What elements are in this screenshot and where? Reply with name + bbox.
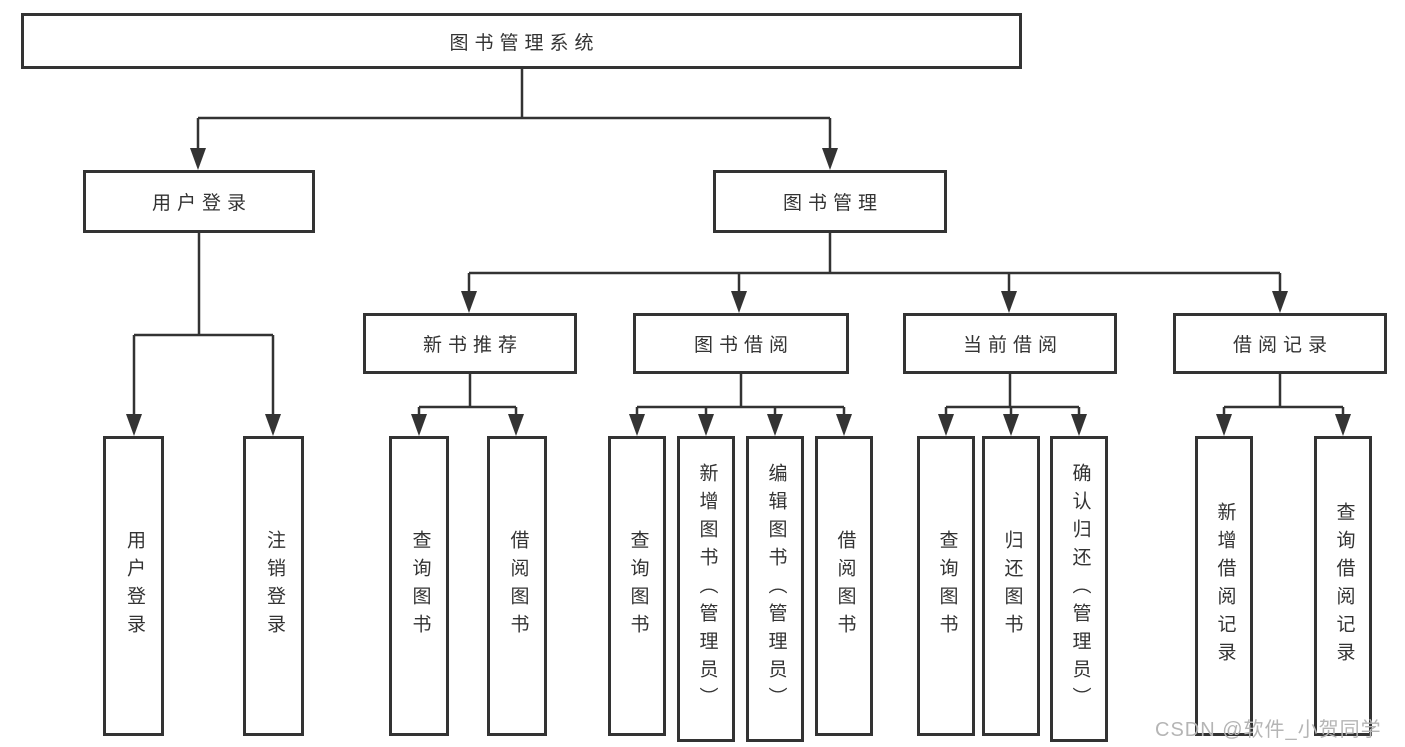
node-current-borrowing: 当前借阅 [903,313,1117,374]
connector-current-borrow-to-leaves [944,374,1081,416]
leaf-borrow-books: 借阅图书 [815,436,873,736]
connector-borrow-records-to-leaves [1222,374,1345,416]
leaf-user-login: 用户登录 [103,436,164,736]
connector-new-book-to-leaves [417,374,518,416]
node-new-book-recommendation: 新书推荐 [363,313,577,374]
arrowheads [126,148,1351,436]
leaf-add-book-admin: 新增图书（管理员） [677,436,735,742]
connector-root-to-level2 [196,69,832,150]
node-book-borrowing: 图书借阅 [633,313,849,374]
leaf-query-borrow-record: 查询借阅记录 [1314,436,1372,736]
node-borrowing-records-label: 借阅记录 [1232,335,1333,356]
node-library-management-system-label: 图书管理系统 [449,32,600,54]
leaf-query-books-recommend: 查询图书 [389,436,449,736]
leaf-confirm-return-admin: 确认归还（管理员） [1050,436,1108,742]
node-new-book-recommendation-label: 新书推荐 [422,335,523,356]
leaf-add-borrow-record: 新增借阅记录 [1195,436,1253,736]
node-user-login: 用户登录 [83,170,315,233]
node-user-login-label: 用户登录 [151,193,252,214]
connector-book-mgmt-to-level3 [467,233,1282,293]
leaf-logout: 注销登录 [243,436,304,736]
node-borrowing-records: 借阅记录 [1173,313,1387,374]
node-book-borrowing-label: 图书借阅 [693,335,794,356]
leaf-query-books-borrow: 查询图书 [608,436,666,736]
leaf-query-books-current: 查询图书 [917,436,975,736]
leaf-edit-book-admin: 编辑图书（管理员） [746,436,804,742]
connector-book-borrow-to-leaves [635,374,846,416]
node-current-borrowing-label: 当前借阅 [962,335,1063,356]
node-book-management: 图书管理 [713,170,947,233]
watermark-text: CSDN @软件_小贺同学 [1155,719,1382,741]
leaf-return-book: 归还图书 [982,436,1040,736]
leaf-borrow-books-recommend: 借阅图书 [487,436,547,736]
connector-user-login-to-leaves [132,233,275,416]
node-library-management-system: 图书管理系统 [21,13,1022,69]
node-book-management-label: 图书管理 [782,193,883,214]
